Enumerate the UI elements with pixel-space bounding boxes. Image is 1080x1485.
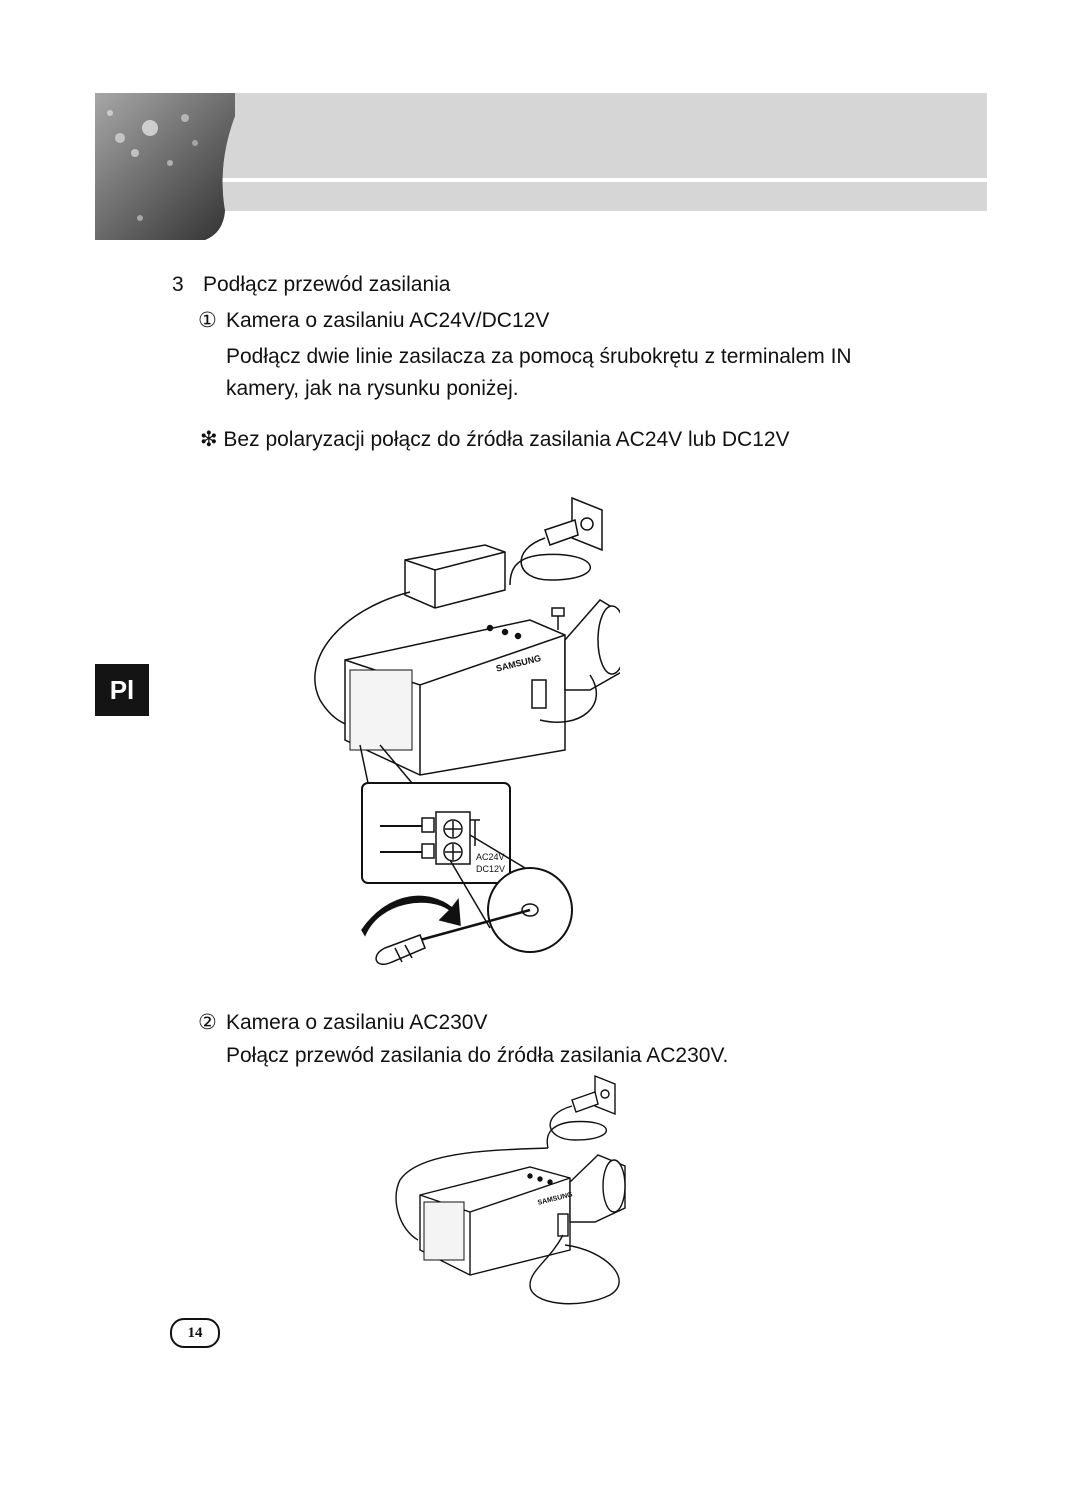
sub2-title: Kamera o zasilaniu AC230V	[226, 1011, 488, 1034]
page-number: 14	[170, 1318, 220, 1348]
sub2-marker: ②	[198, 1011, 217, 1034]
sub1-marker: ①	[198, 309, 217, 332]
water-drops-decoration	[95, 93, 235, 240]
language-tab: Pl	[95, 664, 149, 716]
sub1-body-line2: kamery, jak na rysunku poniżej.	[226, 377, 519, 400]
polarity-note: ❇ Bez polaryzacji połącz do źródła zasil…	[200, 428, 790, 451]
svg-text:DC12V: DC12V	[476, 864, 505, 874]
camera-dc-wiring-illustration: AC24V DC12V	[314, 496, 620, 965]
header-banner	[95, 93, 987, 211]
step-title: Podłącz przewód zasilania	[203, 273, 451, 296]
sub2-body: Połącz przewód zasilania do źródła zasil…	[226, 1044, 729, 1067]
camera-ac230v-illustration	[395, 1074, 626, 1305]
header-divider	[95, 178, 987, 182]
sub1-title: Kamera o zasilaniu AC24V/DC12V	[226, 309, 550, 332]
step-number: 3	[172, 273, 184, 296]
sub1-body-line1: Podłącz dwie linie zasilacza za pomocą ś…	[226, 345, 852, 368]
svg-text:AC24V: AC24V	[476, 852, 505, 862]
